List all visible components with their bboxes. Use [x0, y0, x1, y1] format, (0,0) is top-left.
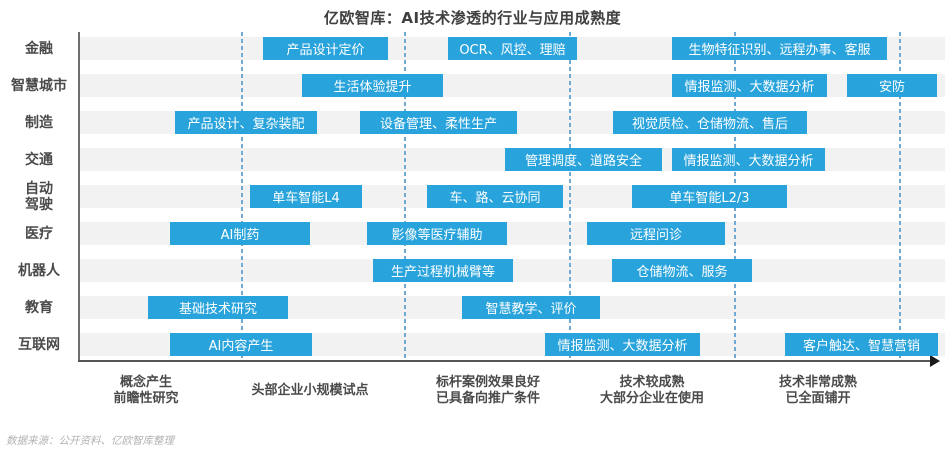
stage-label-line: 技术较成熟: [619, 375, 685, 390]
app-bar: 产品设计定价: [263, 37, 388, 60]
app-bar: AI内容产生: [170, 333, 312, 356]
app-bar: 仓储物流、服务: [612, 259, 752, 282]
row-label-line: 医疗: [25, 225, 53, 242]
app-bar: 安防: [847, 74, 937, 97]
row-label-line: 自动: [25, 180, 53, 197]
stage-label-line: 概念产生: [119, 375, 172, 390]
row-label-智慧城市: 智慧城市: [2, 67, 76, 104]
chart-title: 亿欧智库：AI技术渗透的行业与应用成熟度: [323, 9, 622, 27]
stage-divider-line: [899, 32, 901, 359]
app-bar: 生活体验提升: [302, 74, 443, 97]
row-label-line: 教育: [25, 299, 53, 316]
stage-label: 头部企业小规模试点: [210, 374, 410, 408]
row-label-制造: 制造: [2, 104, 76, 141]
row-label-机器人: 机器人: [2, 252, 76, 289]
row-label-教育: 教育: [2, 289, 76, 326]
row-label-金融: 金融: [2, 30, 76, 67]
stage-label-line: 已全面铺开: [785, 391, 851, 406]
stage-label: 概念产生前瞻性研究: [46, 374, 246, 408]
row-label-line: 互联网: [18, 336, 60, 353]
app-bar: 情报监测、大数据分析: [672, 74, 827, 97]
app-bar: 远程问诊: [587, 222, 725, 245]
stage-divider-line: [569, 32, 571, 359]
app-bar: 智慧教学、评价: [462, 296, 600, 319]
app-bar: 管理调度、道路安全: [505, 148, 662, 171]
stage-label-line: 头部企业小规模试点: [251, 383, 369, 398]
row-label-医疗: 医疗: [2, 215, 76, 252]
app-bar: 车、路、云协同: [427, 185, 563, 208]
stage-label-line: 技术非常成熟: [778, 375, 857, 390]
stage-label-line: 已具备向推广条件: [435, 391, 540, 406]
row-label-line: 驾驶: [25, 196, 53, 213]
stage-divider-line: [241, 32, 243, 359]
stage-label-line: 标杆案例效果良好: [435, 375, 540, 390]
stage-label: 技术非常成熟已全面铺开: [718, 374, 918, 408]
stage-label: 技术较成熟大部分企业在使用: [552, 374, 752, 408]
row-label-自动驾驶: 自动驾驶: [2, 178, 76, 215]
stage-divider-line: [404, 32, 406, 359]
app-bar: 视觉质检、仓储物流、售后: [613, 111, 807, 134]
stage-label-line: 大部分企业在使用: [599, 391, 704, 406]
app-bar: 客户触达、智慧营销: [785, 333, 938, 356]
app-bar: 产品设计、复杂装配: [175, 111, 317, 134]
stage-label-line: 前瞻性研究: [113, 391, 179, 406]
app-bar: 基础技术研究: [148, 296, 288, 319]
app-bar: 影像等医疗辅助: [367, 222, 507, 245]
app-bar: 设备管理、柔性生产: [360, 111, 517, 134]
app-bar: 情报监测、大数据分析: [672, 148, 825, 171]
app-bar: 生产过程机械臂等: [373, 259, 513, 282]
row-label-line: 智慧城市: [11, 77, 67, 94]
row-label-line: 机器人: [18, 262, 60, 279]
app-bar: OCR、风控、理赔: [448, 37, 577, 60]
y-axis-line: [78, 32, 80, 362]
app-bar: 情报监测、大数据分析: [545, 333, 700, 356]
stage-label: 标杆案例效果良好已具备向推广条件: [388, 374, 588, 408]
row-label-互联网: 互联网: [2, 326, 76, 363]
row-label-交通: 交通: [2, 141, 76, 178]
app-bar: 单车智能L4: [250, 185, 362, 208]
row-label-line: 金融: [25, 40, 53, 57]
app-bar: AI制药: [170, 222, 310, 245]
app-bar: 单车智能L2/3: [632, 185, 787, 208]
row-label-line: 制造: [25, 114, 53, 131]
source-note: 数据来源：公开资料、亿欧智库整理: [6, 435, 174, 447]
app-bar: 生物特征识别、远程办事、客服: [672, 37, 887, 60]
x-axis-arrow-icon: [930, 355, 940, 367]
row-label-line: 交通: [25, 151, 53, 168]
x-axis-line: [78, 360, 934, 362]
